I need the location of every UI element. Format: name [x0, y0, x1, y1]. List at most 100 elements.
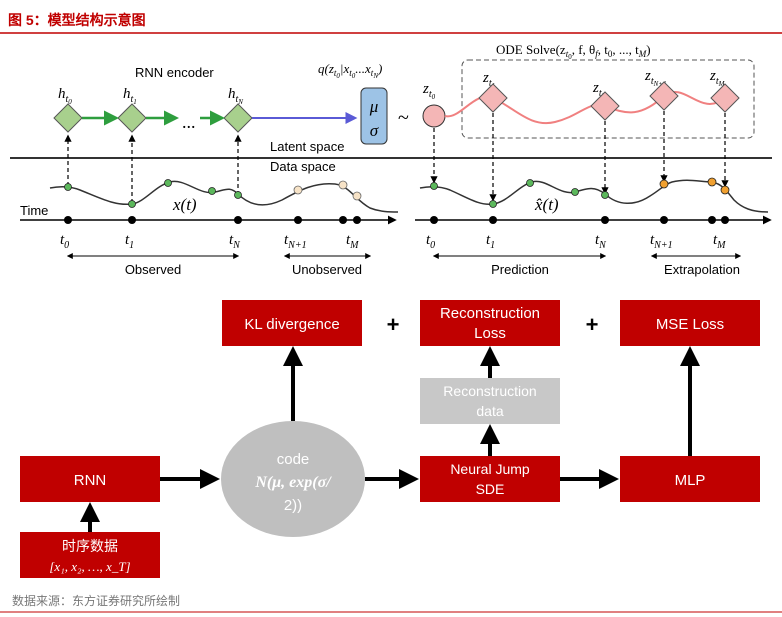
time-tick-left-m: [353, 216, 361, 224]
latent-node-label-m: ztM: [709, 68, 726, 88]
z0-label: zt0: [422, 81, 436, 101]
data-space-label: Data space: [270, 159, 336, 174]
source-note: 数据来源：东方证券研究所绘制: [12, 593, 180, 608]
encoder-node-0: [53, 103, 83, 133]
time-series-box: [20, 532, 160, 578]
extrap-dot-0: [659, 179, 669, 189]
obs-dot-3: [208, 187, 216, 195]
latent-node-n1: [649, 81, 679, 111]
neural-jump-sde-box: [420, 456, 560, 502]
tick-label-left-n: tN: [229, 232, 241, 251]
reconstruction-data-line1: Reconstruction: [443, 383, 536, 399]
mse-loss-label: MSE Loss: [656, 316, 724, 333]
extrapolation-label: Extrapolation: [664, 262, 740, 277]
time-tick-right-n: [601, 216, 609, 224]
latent-node-n: [590, 91, 620, 121]
z0-node: [422, 104, 446, 128]
tick-label-left-m: tM: [346, 232, 359, 251]
time-label: Time: [20, 203, 48, 218]
obs-dot-2: [164, 179, 172, 187]
xt-right-label: x̂(t): [534, 195, 559, 214]
plus-sign-2: +: [586, 312, 599, 337]
tick-label-right-n: tN: [595, 232, 607, 251]
bottom-panel: KL divergence + Reconstruction Loss + MS…: [20, 300, 760, 578]
encoder-ellipsis: ...: [182, 112, 196, 132]
code-distribution-line1: N(μ, exp(σ/: [254, 474, 332, 491]
time-tick-left-0: [64, 216, 72, 224]
observed-label: Observed: [125, 262, 181, 277]
pred-dot-1: [489, 200, 497, 208]
time-tick-right-m1: [708, 216, 716, 224]
rnn-encoder-label: RNN encoder: [135, 65, 214, 80]
svg-text:ht1: ht1: [123, 86, 137, 106]
pred-dot-0: [430, 182, 438, 190]
obs-dot-0: [64, 183, 72, 191]
code-distribution-line2: 2)): [284, 497, 302, 514]
latent-node-label-n1: ztN+1: [644, 68, 667, 88]
unobs-dot-1: [338, 180, 348, 190]
encoder-node-1: [117, 103, 147, 133]
rnn-box: [20, 456, 160, 502]
time-tick-right-0: [430, 216, 438, 224]
reconstruction-loss-line1: Reconstruction: [440, 305, 540, 322]
kl-divergence-box: [222, 300, 362, 346]
sigma-symbol: σ: [370, 121, 379, 140]
svg-text:htN: htN: [228, 86, 243, 106]
obs-dot-1: [128, 200, 136, 208]
xt-left-label: x(t): [172, 195, 197, 214]
encoder-node-n: [223, 103, 253, 133]
unobs-dot-2: [352, 191, 362, 201]
tick-label-right-n1: tN+1: [650, 232, 673, 251]
neural-jump-sde-line2: SDE: [476, 481, 505, 497]
mu-symbol: μ: [369, 97, 379, 116]
tick-label-left-1: t1: [125, 232, 134, 251]
latent-node-m: [710, 83, 740, 113]
unobserved-label: Unobserved: [292, 262, 362, 277]
ode-solve-label: ODE Solve(zt0, f, θf, t0, ..., tM): [496, 42, 651, 61]
posterior-label: q(zt0|xt0...xtN): [318, 61, 382, 80]
time-tick-left-n1: [294, 216, 302, 224]
prediction-data-curve: [419, 179, 769, 213]
rnn-label: RNN: [74, 472, 107, 489]
time-tick-left-n: [234, 216, 242, 224]
time-tick-right-m: [721, 216, 729, 224]
unobs-dot-0: [293, 185, 303, 195]
time-tick-left-m1: [339, 216, 347, 224]
obs-dot-n: [234, 191, 242, 199]
svg-text:ht0: ht0: [58, 86, 72, 106]
extrap-dot-1: [707, 177, 717, 187]
tick-label-right-0: t0: [426, 232, 435, 251]
latent-space-label: Latent space: [270, 139, 344, 154]
top-panel: RNN encoder ht0 ht1 htN ... q(zt0|xt0...…: [10, 42, 772, 277]
observed-data-curve: [49, 180, 399, 213]
mlp-box: [620, 456, 760, 502]
tick-label-left-n1: tN+1: [284, 232, 307, 251]
reconstruction-data-box: [420, 378, 560, 424]
encoder-node-label-0: ht0: [58, 86, 72, 106]
latent-node-1: [478, 83, 508, 113]
time-tick-right-n1: [660, 216, 668, 224]
reconstruction-loss-box: [420, 300, 560, 346]
code-label: code: [277, 451, 310, 468]
mse-loss-box: [620, 300, 760, 346]
time-tick-right-1: [489, 216, 497, 224]
ode-solve-box: [461, 59, 755, 139]
reconstruction-loss-line2: Loss: [474, 325, 506, 342]
reconstruction-data-line2: data: [476, 403, 503, 419]
pred-dot-n: [601, 191, 609, 199]
plus-sign-1: +: [387, 312, 400, 337]
pred-dot-3: [571, 188, 579, 196]
time-tick-left-1: [128, 216, 136, 224]
extrap-dot-2: [720, 185, 730, 195]
encoder-node-label-1: ht1: [123, 86, 137, 106]
tilde-symbol: ~: [398, 107, 409, 129]
time-series-line2: [x₁, x₂, …, x_T]: [49, 559, 130, 574]
encoder-node-label-n: htN: [228, 86, 243, 106]
time-series-line1: 时序数据: [62, 538, 118, 554]
tick-label-left-0: t0: [60, 232, 69, 251]
code-ellipse: [221, 421, 365, 537]
prediction-label: Prediction: [491, 262, 549, 277]
mu-sigma-box: [360, 87, 388, 145]
neural-jump-sde-line1: Neural Jump: [450, 461, 530, 477]
